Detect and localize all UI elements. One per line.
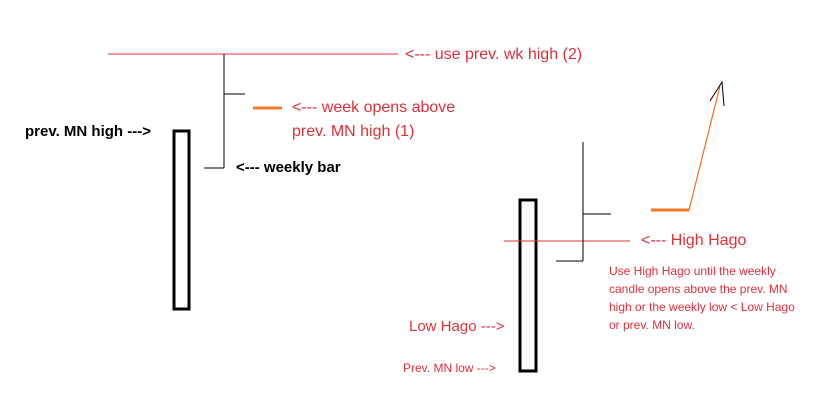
weekly-bar-label: <--- weekly bar [236, 159, 341, 176]
arrow-head-icon [709, 80, 725, 107]
orange-rise-line [688, 85, 721, 211]
low-hago-label: Low Hago ---> [409, 318, 505, 335]
prev-mn-low-label: Prev. MN low ---> [403, 361, 496, 375]
week-opens-above-label-1: <--- week opens above [292, 99, 456, 116]
monthly-candle-right [518, 198, 538, 373]
monthly-candle-left [172, 129, 191, 311]
prev-mn-high-label: prev. MN high ---> [25, 123, 151, 140]
note-line-1: Use High Hago until the weekly [609, 264, 776, 278]
week-opens-above-label-2: prev. MN high (1) [292, 123, 415, 140]
note-line-2: candle opens above the prev. MN [609, 282, 788, 296]
note-line-3: high or the weekly low < Low Hago [609, 300, 795, 314]
use-prev-wk-high-label: <--- use prev. wk high (2) [405, 46, 583, 63]
high-hago-label: <--- High Hago [641, 232, 747, 249]
note-line-4: or prev. MN low. [609, 318, 695, 332]
